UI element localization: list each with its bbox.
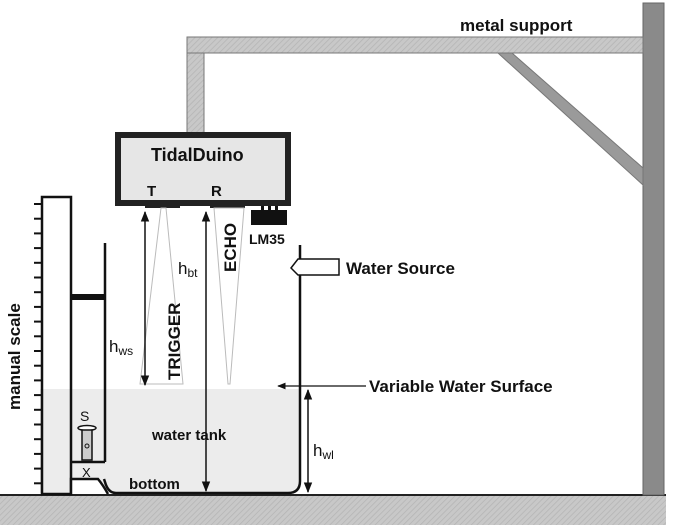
metal-support-label: metal support	[460, 16, 573, 35]
manual-scale	[34, 195, 73, 496]
valve-label: X	[82, 465, 91, 480]
ground	[0, 495, 666, 525]
echo-label: ECHO	[221, 223, 240, 272]
water-tank-label: water tank	[151, 427, 227, 444]
metal-support	[186, 2, 665, 496]
trigger-label: TRIGGER	[165, 303, 184, 380]
stilling-well	[69, 243, 110, 495]
lm35-sensor-icon	[251, 206, 287, 225]
receiver	[210, 202, 245, 208]
transmitter	[145, 202, 180, 208]
water-source-pointer-icon	[290, 258, 340, 276]
transmitter-label: T	[147, 183, 156, 200]
h-ws-label: hws	[109, 337, 133, 358]
lm35-label: LM35	[249, 231, 285, 247]
water-source-label: Water Source	[346, 259, 455, 278]
tidalduino-box	[115, 132, 291, 206]
receiver-label: R	[211, 183, 222, 200]
h-bt-label: hbt	[178, 259, 198, 280]
device-name: TidalDuino	[151, 145, 244, 165]
variable-water-surface-label: Variable Water Surface	[369, 377, 553, 396]
tank-wall	[102, 245, 302, 495]
manual-scale-label: manual scale	[5, 303, 24, 410]
float-label: S	[80, 408, 89, 424]
bottom-label: bottom	[129, 476, 180, 493]
water-in-scale	[40, 389, 105, 493]
h-wl-label: hwl	[313, 441, 334, 462]
echo-beam	[213, 207, 245, 385]
float-icon	[77, 424, 97, 461]
